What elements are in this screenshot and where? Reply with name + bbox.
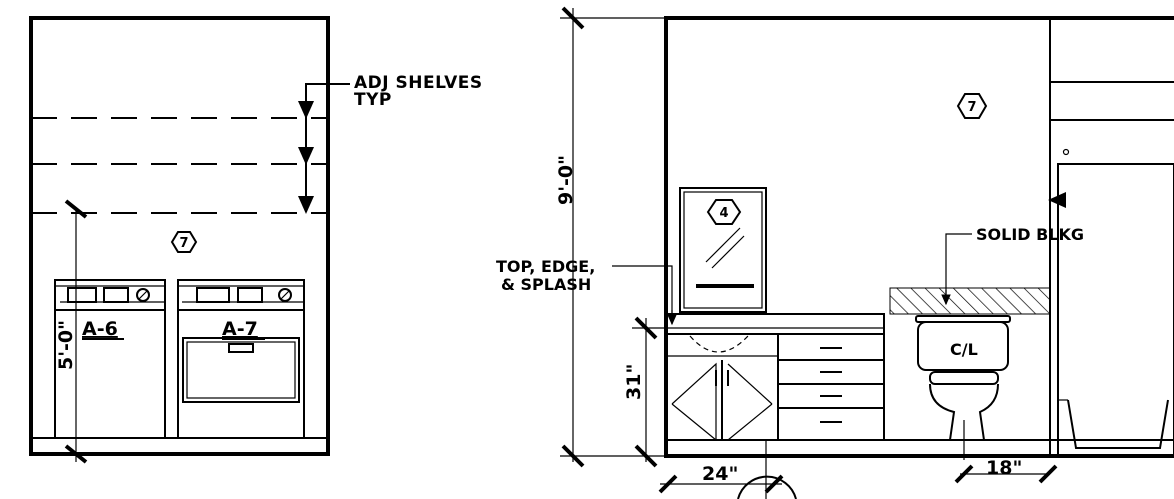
counter-note: & SPLASH [501, 275, 591, 294]
shelf-leader-line [305, 83, 350, 208]
toilet-label: C/L [950, 340, 978, 359]
room-tag-hexagon [170, 231, 198, 253]
height-dimension: 5'-0" [55, 320, 77, 370]
washer-appliance: A-6 [54, 279, 166, 439]
laundry-elevation: ADJ SHELVES TYP 7 5'-0" A-6 [29, 16, 483, 464]
toilet-offset-dimension: 18" [986, 457, 1022, 479]
dimension-tick [634, 316, 658, 340]
dimension-tick [634, 444, 658, 468]
solid-blocking [889, 287, 1051, 315]
dimension-tick [64, 444, 88, 464]
mirror-tag: 4 [719, 206, 728, 221]
height-dimension: 9'-0" [555, 155, 577, 205]
blocking-note-leader [945, 233, 972, 300]
dimension-tick [64, 199, 88, 219]
room-tag: 7 [967, 100, 976, 115]
bath-elevation: 9'-0" 7 4 TOP, EDGE, & SPLASH [496, 6, 1174, 499]
shelf-note: ADJ SHELVES [354, 73, 483, 93]
dimension-tick [561, 444, 585, 468]
dimension-tick [658, 474, 678, 494]
dryer-tag: A-7 [222, 318, 258, 340]
washer-tag: A-6 [82, 318, 118, 340]
dimension-tick [561, 6, 585, 30]
toilet: C/L [915, 315, 1011, 460]
dryer-appliance: A-7 [177, 279, 305, 439]
shelf-note: TYP [354, 90, 392, 110]
dimension-tick [1038, 464, 1058, 484]
room-tag: 7 [179, 236, 188, 251]
counter-note: TOP, EDGE, [496, 257, 595, 276]
vanity-width-dimension: 24" [702, 463, 738, 485]
blocking-note: SOLID BLKG [976, 225, 1084, 244]
bath-wall-outline [664, 16, 1174, 458]
counter-note-leader [612, 265, 673, 320]
mirror-tag-hexagon [706, 199, 742, 225]
dimension-tick [954, 464, 974, 484]
mirror: 4 [679, 187, 767, 313]
vanity-cabinet [665, 313, 885, 441]
laundry-wall-outline [29, 16, 330, 456]
room-tag-hexagon [956, 93, 988, 119]
tub-enclosure [1048, 18, 1174, 457]
section-marker [737, 475, 797, 499]
counter-height-dimension: 31" [623, 364, 645, 400]
